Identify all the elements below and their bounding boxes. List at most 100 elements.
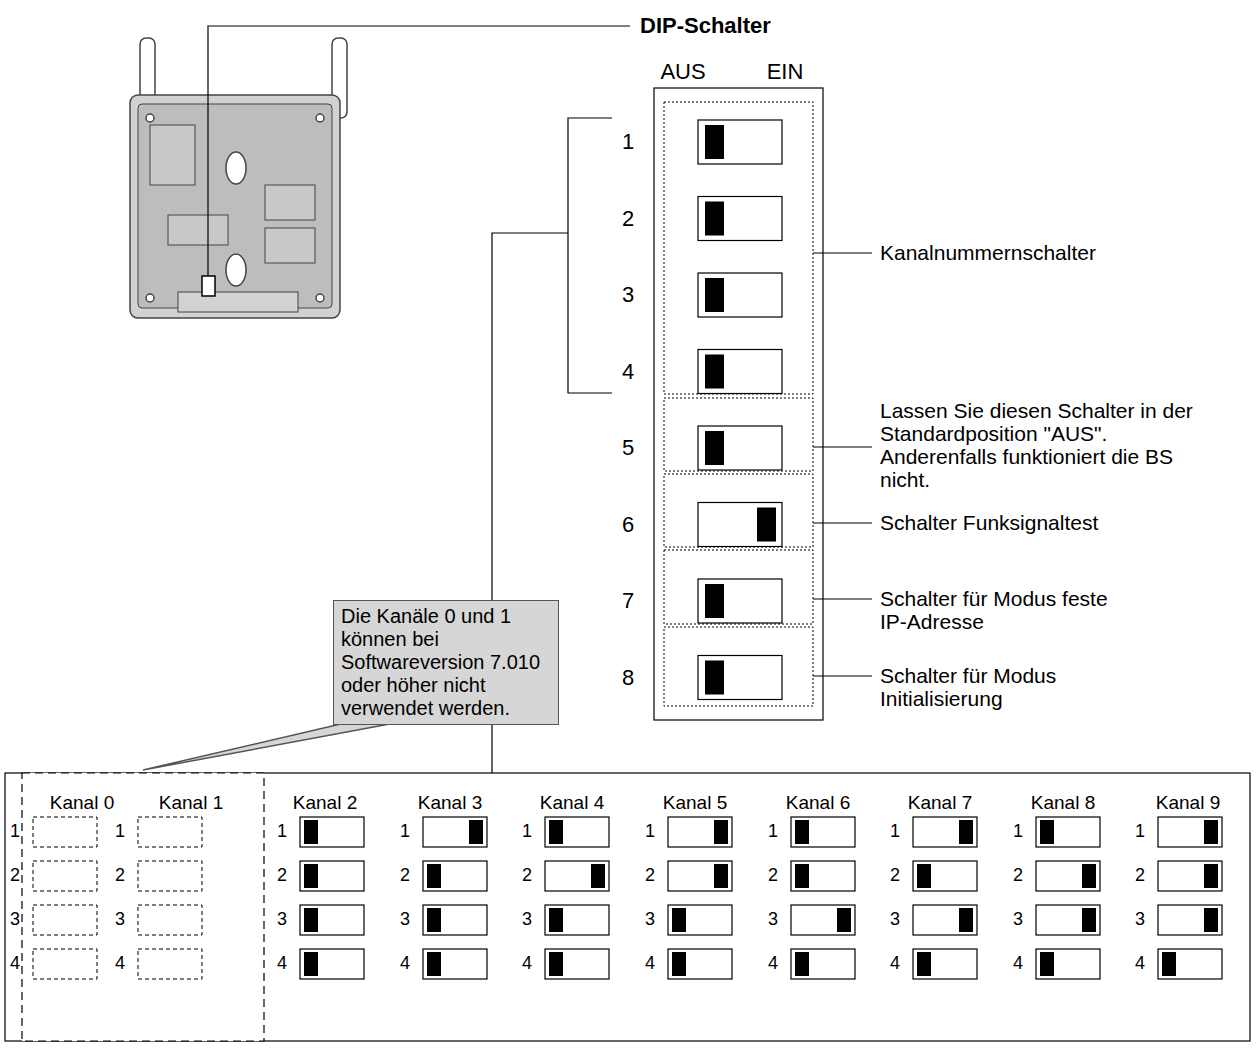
switch-number: 3 [10,910,20,930]
switch-body [138,905,202,935]
channel-heading: Kanal 4 [540,793,604,814]
switch-knob [591,864,605,888]
housing-detail [265,185,315,220]
switch-groups [664,102,813,706]
switch-knob [705,661,724,695]
channel-switch [1036,949,1100,979]
switch-knob [959,820,973,844]
switch-body [545,817,609,847]
channel-switch [913,861,977,891]
switch-body [33,817,97,847]
switch-body [1036,949,1100,979]
switch-knob [1204,864,1218,888]
switch-knob [837,908,851,932]
channel-switch [423,861,487,891]
switch-body [913,949,977,979]
switch-body [698,503,782,547]
switch-body [545,949,609,979]
switch-description: Lassen Sie diesen Schalter in der Standa… [880,399,1210,491]
wall-mount-hole [226,152,246,184]
channel-switch [791,817,855,847]
switch-body [33,949,97,979]
switch-body [1036,861,1100,891]
channel-switch [1158,817,1222,847]
switch-knob [469,820,483,844]
switch-group [664,102,813,394]
switch-number: 8 [622,665,634,689]
switch-knob [672,952,686,976]
switch-group [664,474,813,547]
switch-body [698,579,782,623]
channel-heading: Kanal 0 [50,793,114,814]
switch-number: 4 [400,954,410,974]
switch-number: 7 [622,589,634,613]
switch-number: 1 [622,130,634,154]
channel-heading: Kanal 3 [418,793,482,814]
switch-body [791,905,855,935]
switch-number: 3 [768,910,778,930]
switch-knob [705,202,724,236]
switch-knob [757,508,776,542]
switch-symbols [33,120,1222,979]
dip-switch [698,503,782,547]
base-station-illustration [130,38,347,318]
heading: DIP-Schalter [640,14,771,38]
channel-switch [1036,905,1100,935]
channel-table-frame [5,773,1250,1041]
switch-body [33,905,97,935]
switch-knob [705,355,724,389]
switch-number: 3 [1135,910,1145,930]
switch-group [664,398,813,471]
switch-body [423,949,487,979]
switch-knob [714,820,728,844]
switch-knob [705,584,724,618]
channel-switch [138,905,202,935]
housing-detail [265,228,315,263]
leader-line [813,522,872,523]
switch-body [423,861,487,891]
callout-text: Die Kanäle 0 und 1 können bei Softwareve… [341,605,551,720]
switch-knob [304,820,318,844]
channel-switch [33,905,97,935]
switch-number: 4 [622,359,634,383]
channel-switch [791,905,855,935]
switch-number: 4 [277,954,287,974]
switch-body [913,817,977,847]
switch-group [664,550,813,624]
switch-body [791,861,855,891]
channel-switch [668,861,732,891]
housing-detail [168,215,228,245]
switch-knob [1082,908,1096,932]
screw [146,114,154,122]
switch-number: 2 [890,866,900,886]
switch-body [545,905,609,935]
channel-switch [138,949,202,979]
switch-knob [795,952,809,976]
channel-heading: Kanal 7 [908,793,972,814]
switch-body [698,656,782,700]
channel-switch [791,861,855,891]
bracket [568,118,612,393]
dip-switch [698,656,782,700]
dip-switch-location [202,276,215,296]
switch-knob [1040,952,1054,976]
switch-number: 4 [10,954,20,974]
channel-switch [913,905,977,935]
channel-switch [545,817,609,847]
channel-switch [1036,861,1100,891]
switch-body [668,905,732,935]
channel-heading: Kanal 6 [786,793,850,814]
channel-switch [33,817,97,847]
switch-knob [959,908,973,932]
switch-body [668,861,732,891]
switch-knob [714,864,728,888]
switch-knob [549,952,563,976]
channel-switch [33,949,97,979]
switch-number: 1 [400,822,410,842]
switch-body [1036,905,1100,935]
switch-number: 1 [1135,822,1145,842]
switch-number: 1 [10,822,20,842]
switch-knob [795,864,809,888]
switch-knob [304,952,318,976]
dip-switch [698,120,782,164]
